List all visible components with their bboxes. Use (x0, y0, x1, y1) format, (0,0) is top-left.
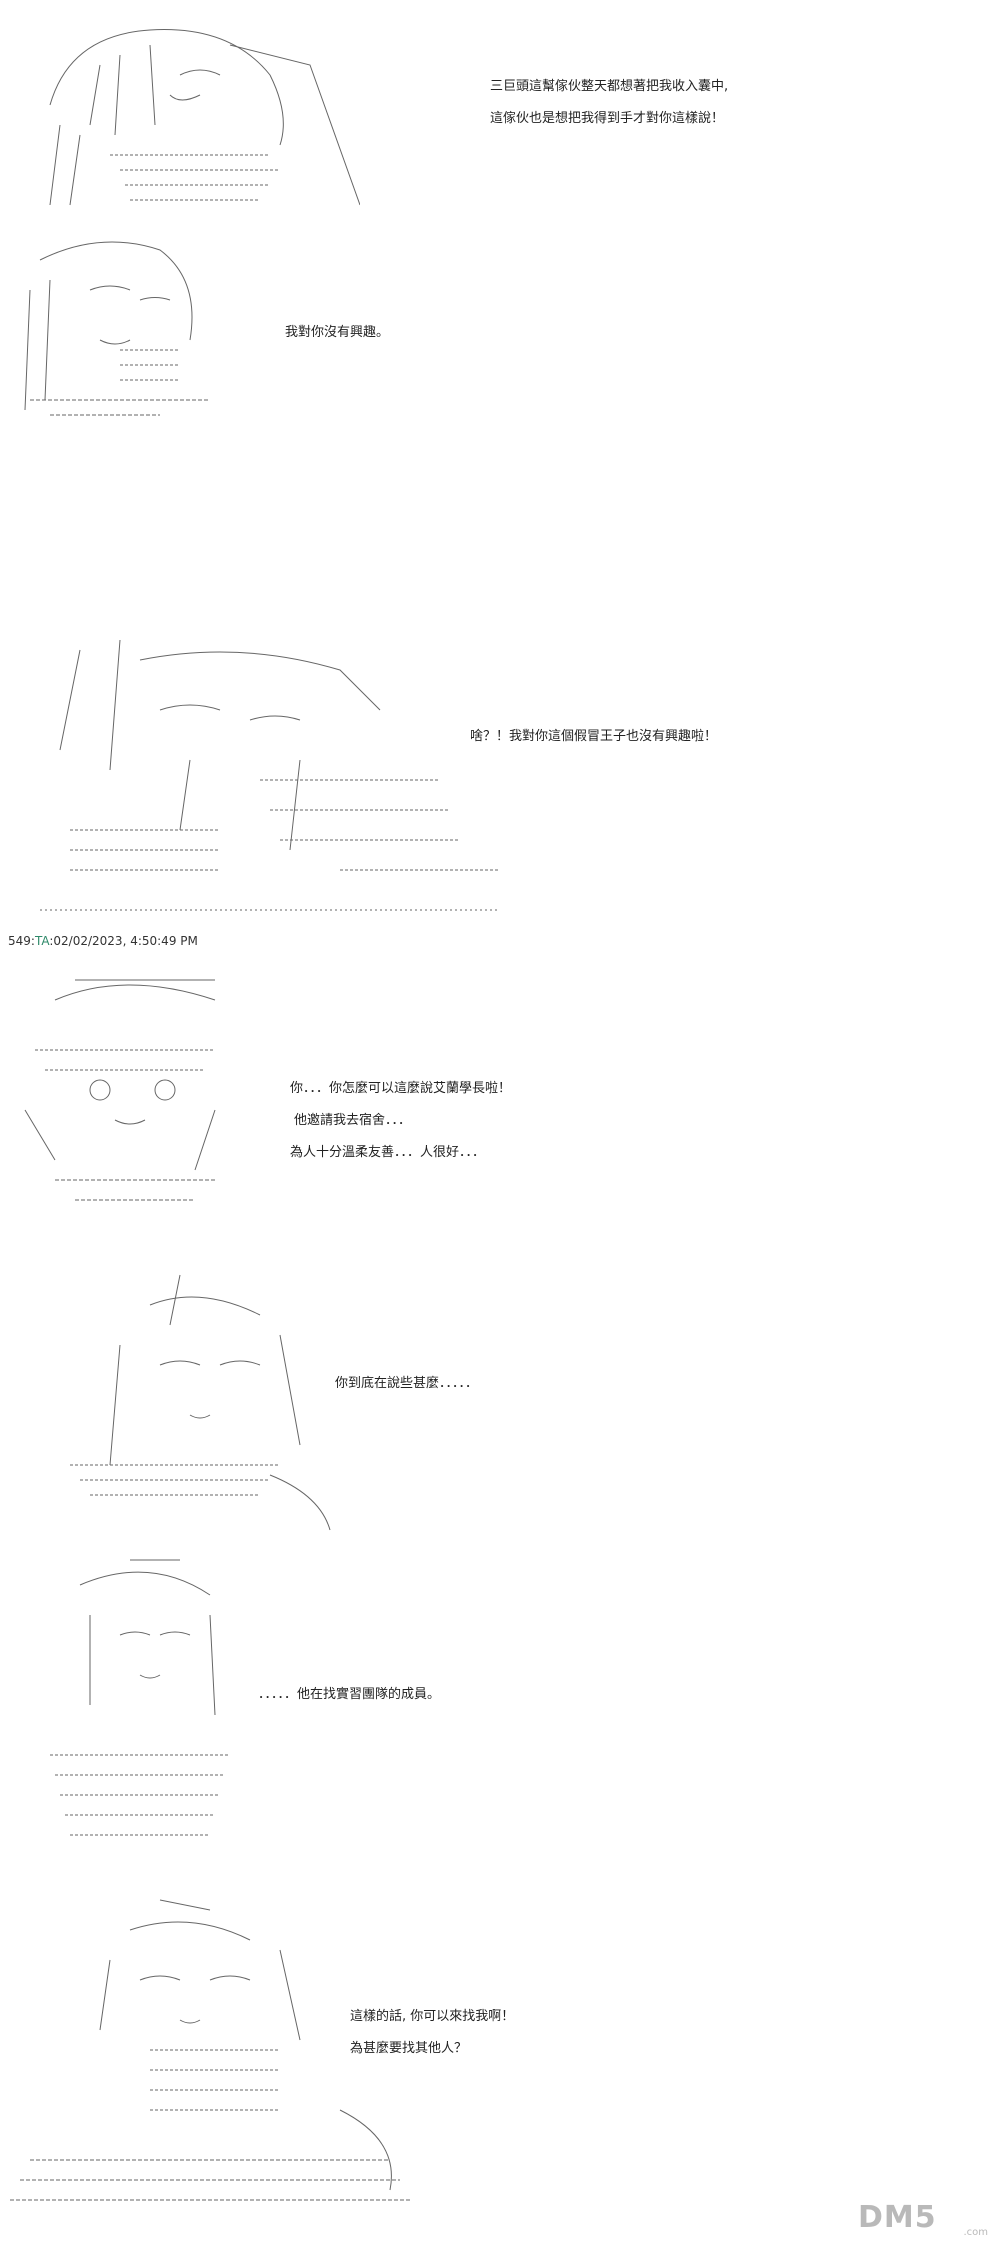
dialog-line: 為人十分溫柔友善．．．人很好．．． (290, 1145, 486, 1160)
ascii-art-character-1 (30, 5, 360, 215)
panel-5: 你到底在說些甚麼．．．．． (0, 1265, 1000, 1535)
dialog-line: 三巨頭這幫傢伙整天都想著把我收入囊中, (490, 79, 729, 94)
dialog-panel-3: 啥？！我對你這個假冒王子也沒有興趣啦！ (470, 728, 717, 760)
ascii-art-character-4 (15, 960, 235, 1210)
ascii-art-character-6 (40, 1555, 250, 1855)
ascii-art-character-5 (60, 1265, 340, 1535)
dm5-watermark-logo: DM5 .com (858, 2194, 988, 2238)
dialog-line: 這傢伙也是想把我得到手才對你這樣說！ (490, 111, 725, 126)
dialog-panel-6: ．．．．．他在找實習團隊的成員。 (258, 1686, 440, 1718)
dialog-line: 啥？！我對你這個假冒王子也沒有興趣啦！ (470, 729, 718, 744)
dialog-line: 我對你沒有興趣。 (285, 325, 390, 340)
watermark-domain-text: .com (963, 2227, 988, 2238)
panel-2: 我對你沒有興趣。 (0, 225, 1000, 425)
panel-1: 三巨頭這幫傢伙整天都想著把我收入囊中, 這傢伙也是想把我得到手才對你這樣說！ (0, 0, 1000, 220)
dialog-panel-5: 你到底在說些甚麼．．．．． (335, 1375, 478, 1407)
panel-4: 你．．．你怎麼可以這麼說艾蘭學長啦！ 他邀請我去宿舍．．． 為人十分溫柔友善．．… (0, 960, 1000, 1230)
panel-6: ．．．．．他在找實習團隊的成員。 (0, 1555, 1000, 1855)
post-account: TA (34, 934, 50, 948)
dialog-line: 這樣的話, 你可以來找我啊！ (350, 2009, 515, 2024)
post-timestamp: :02/02/2023, 4:50:49 PM (49, 934, 198, 948)
post-number: 549 (8, 934, 31, 948)
dialog-panel-1: 三巨頭這幫傢伙整天都想著把我收入囊中, 這傢伙也是想把我得到手才對你這樣說！ (490, 78, 728, 142)
dialog-line: 你．．．你怎麼可以這麼說艾蘭學長啦！ (290, 1081, 512, 1096)
dialog-panel-4: 你．．．你怎麼可以這麼說艾蘭學長啦！ 他邀請我去宿舍．．． 為人十分溫柔友善．．… (290, 1080, 511, 1176)
dialog-line: 他邀請我去宿舍．．． (294, 1113, 412, 1128)
ascii-art-character-3 (40, 630, 500, 920)
panel-7: 這樣的話, 你可以來找我啊！ 為甚麼要找其他人？ (0, 1890, 1000, 2246)
ascii-art-character-7 (10, 1890, 410, 2210)
ascii-art-character-2 (10, 230, 230, 420)
dialog-panel-2: 我對你沒有興趣。 (285, 324, 389, 356)
dialog-line: 你到底在說些甚麼．．．．． (335, 1376, 479, 1391)
dialog-line: ．．．．．他在找實習團隊的成員。 (258, 1687, 441, 1702)
dialog-line: 為甚麼要找其他人？ (350, 2041, 468, 2056)
post-header: 549:TA:02/02/2023, 4:50:49 PM (8, 934, 198, 948)
dialog-panel-7: 這樣的話, 你可以來找我啊！ 為甚麼要找其他人？ (350, 2008, 514, 2072)
watermark-logo-text: DM5 (858, 2200, 937, 2235)
panel-3b: 啥？！我對你這個假冒王子也沒有興趣啦！ (0, 630, 1000, 920)
